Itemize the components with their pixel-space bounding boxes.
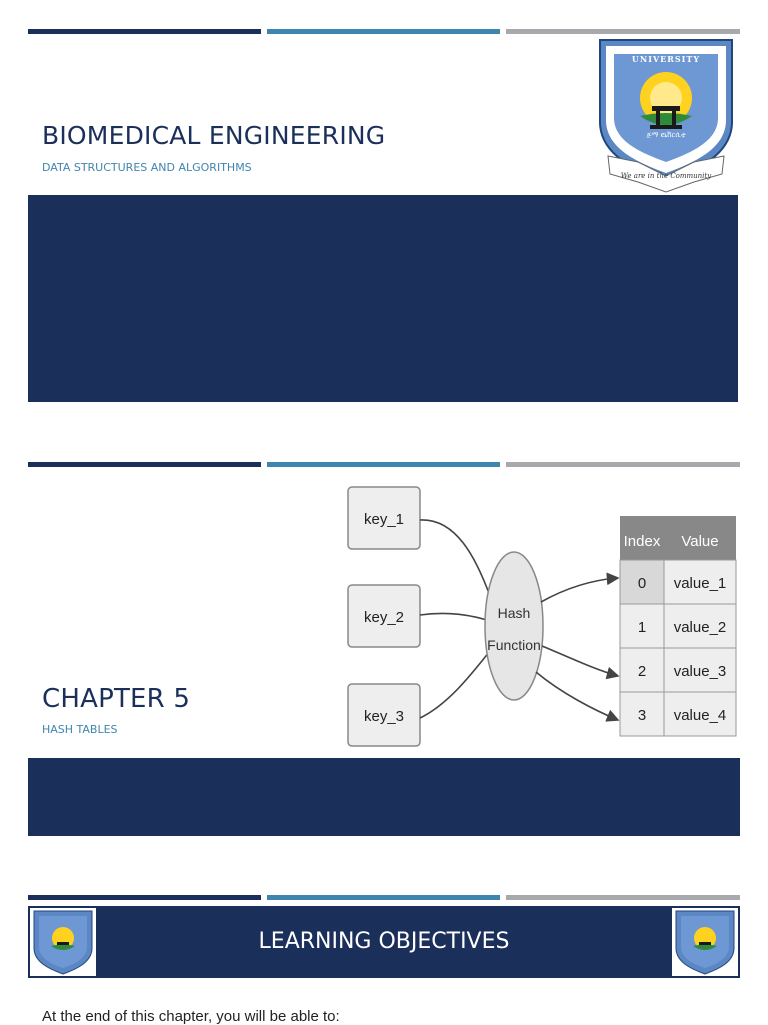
slide-subtitle: DATA STRUCTURES AND ALGORITHMS [42,161,252,174]
table-cell-value: value_3 [674,663,727,680]
chapter-subtitle: HASH TABLES [42,723,118,736]
title-band [28,195,738,402]
hash-table: Index Value 0 value_1 1 value_2 2 value_… [619,516,737,737]
chapter-band [28,758,740,836]
table-cell-index: 2 [638,663,646,680]
hash-arrow [535,671,620,722]
hash-function-node [484,551,544,701]
table-header: Value [681,533,718,550]
table-cell-value: value_2 [674,619,727,636]
key-label: key_2 [364,609,404,626]
table-cell-value: value_4 [674,707,727,724]
table-cell-index: 3 [638,707,646,724]
table-cell-index: 0 [638,575,646,592]
university-logo-small-right [672,908,738,976]
key-label: key_3 [364,708,404,725]
accent-bars [28,462,740,467]
key-box: key_2 [347,584,421,648]
hash-label: Hash [498,605,531,621]
accent-bars [28,29,740,34]
slide-chapter: CHAPTER 5 HASH TABLES [0,420,768,850]
accent-bars [28,895,740,900]
slide-objectives: LEARNING OBJECTIVES [0,880,768,1024]
accent-bar-blue [267,29,500,34]
accent-bar-blue [267,462,500,467]
key-box: key_1 [347,486,421,550]
slide-title-heading: BIOMEDICAL ENGINEERING [42,121,386,150]
university-logo-small-left [30,908,96,976]
key-connector [419,645,495,719]
logo-amharic-text: ጅማ ዩኒቨርሲቲ [646,131,686,139]
accent-bar-gray [506,895,740,900]
objectives-intro: At the end of this chapter, you will be … [42,1008,340,1025]
table-cell-value: value_1 [674,575,727,592]
hash-arrow [540,572,620,603]
hash-arrow [541,645,620,680]
hash-table-diagram: key_1 key_2 key_3 Hash Function Index Va… [336,478,744,756]
chapter-title: CHAPTER 5 [42,684,191,714]
objectives-header-band: LEARNING OBJECTIVES [28,906,740,978]
accent-bar-blue [267,895,500,900]
accent-bar-gray [506,29,740,34]
accent-bar-navy [28,895,261,900]
slide-title: BIOMEDICAL ENGINEERING DATA STRUCTURES A… [0,0,768,420]
logo-motto: We are in the Community [620,172,712,180]
accent-bar-navy [28,462,261,467]
hash-label: Function [487,637,541,653]
logo-university-text: JIMMA UNIVERSITY [631,44,701,64]
table-cell-index: 1 [638,619,646,636]
objectives-title: LEARNING OBJECTIVES [258,929,510,954]
university-logo [594,36,738,194]
accent-bar-gray [506,462,740,467]
key-box: key_3 [347,683,421,747]
key-connector [419,519,491,597]
key-label: key_1 [364,511,404,528]
table-header: Index [624,533,661,550]
accent-bar-navy [28,29,261,34]
